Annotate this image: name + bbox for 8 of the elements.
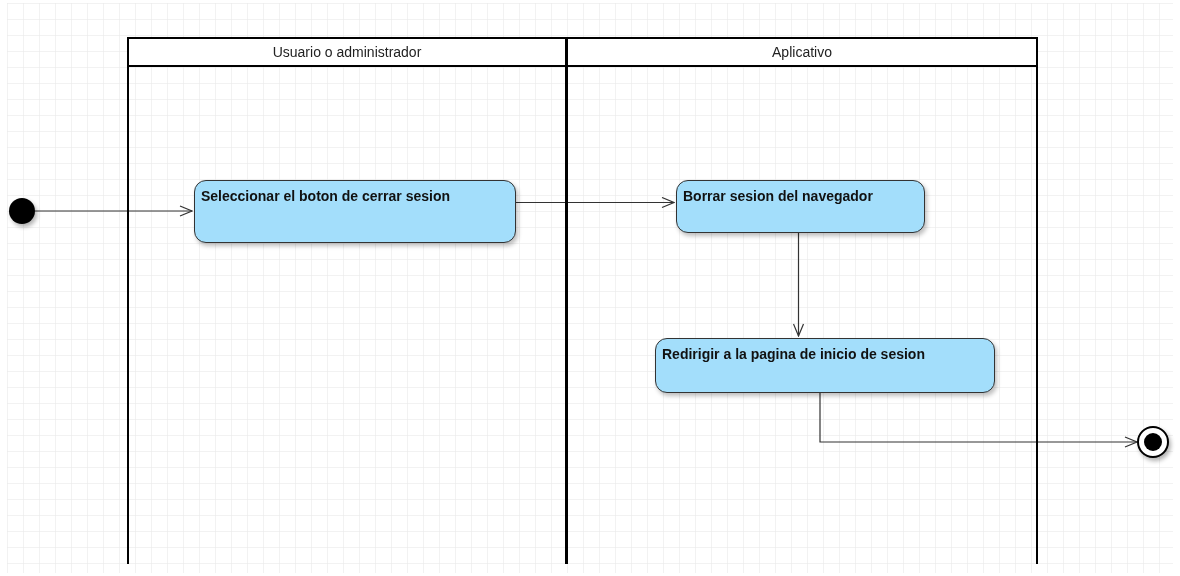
arrow xyxy=(34,205,193,217)
lane-header: Aplicativo xyxy=(772,42,832,62)
action-box: Seleccionar el boton de cerrar sesion xyxy=(194,180,516,243)
action-box: Redirigir a la pagina de inicio de sesion xyxy=(655,338,995,393)
swimlane xyxy=(566,37,1038,564)
action-box: Borrar sesion del navegador xyxy=(676,180,925,233)
swimlane xyxy=(127,37,567,564)
lane-header: Usuario o administrador xyxy=(272,42,422,62)
